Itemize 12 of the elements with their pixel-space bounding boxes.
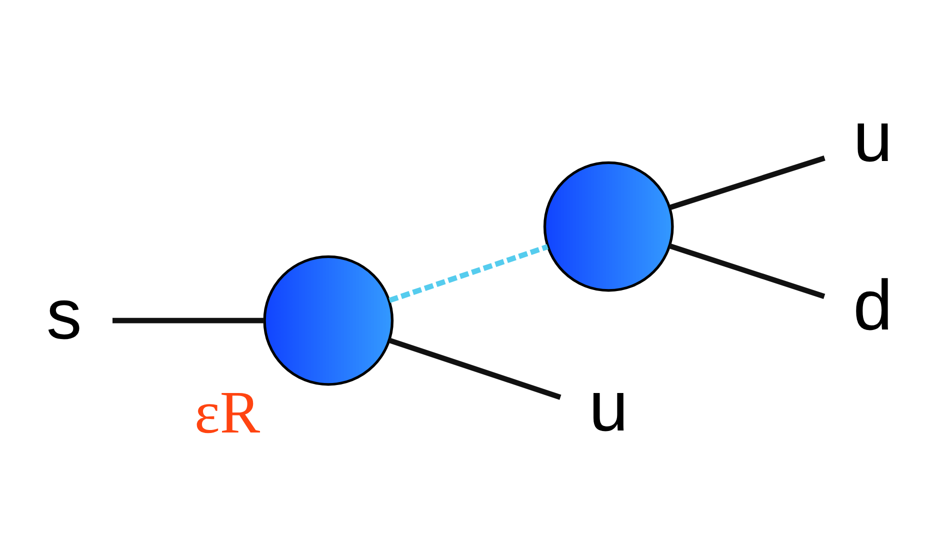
connector bbox=[388, 244, 548, 303]
node-text: u bbox=[588, 368, 628, 447]
node-text: u bbox=[853, 98, 893, 177]
node-label: εR bbox=[194, 380, 260, 447]
connector bbox=[668, 243, 826, 299]
connector bbox=[112, 318, 264, 324]
connector bbox=[669, 156, 826, 210]
node-circle bbox=[543, 161, 674, 292]
node-circle bbox=[263, 255, 394, 386]
connector bbox=[388, 338, 562, 400]
node-text: s bbox=[46, 275, 82, 354]
node-text: d bbox=[853, 266, 893, 346]
